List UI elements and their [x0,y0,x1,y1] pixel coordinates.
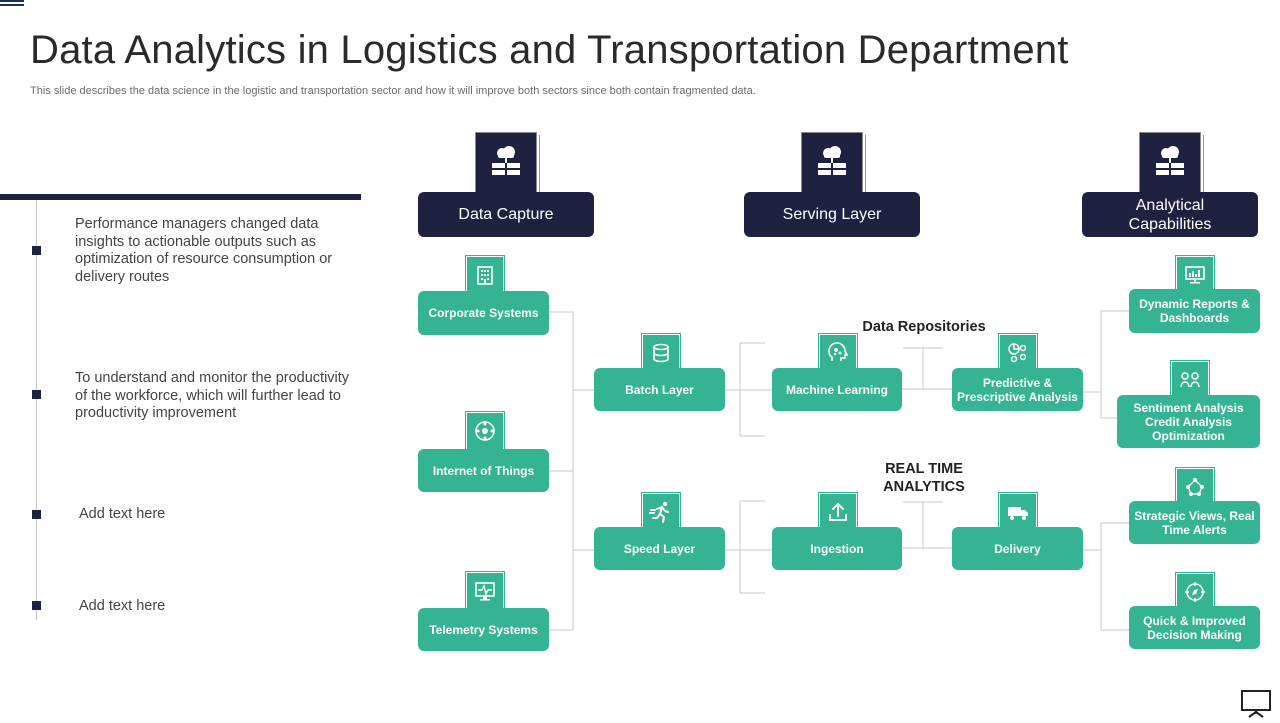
bullet-marker [32,246,41,255]
dashboard-icon [1176,256,1214,294]
corner-mark [0,0,24,6]
label-data-repositories: Data Repositories [862,319,986,335]
monitor-pulse-icon [466,572,504,610]
bullet-marker [32,390,41,399]
node-sentiment-analysis: Sentiment Analysis Credit Analysis Optim… [1117,395,1260,448]
header-data-capture: Data Capture [418,192,594,237]
left-panel-timeline [36,200,37,620]
server-cloud-icon [475,132,537,194]
sentiment-icon [1171,361,1209,399]
node-ingestion: Ingestion [772,527,902,570]
bullet-text-2: To understand and monitor the productivi… [75,370,350,421]
iot-icon [466,412,504,450]
label-real-time-analytics: REAL TIME ANALYTICS [883,461,965,495]
analytics-icon [999,334,1037,372]
header-analytical-capabilities: Analytical Capabilities [1082,192,1258,237]
bullet-text-3: Add text here [79,506,166,522]
truck-icon [999,493,1037,531]
brain-icon [819,334,857,372]
bullet-marker [32,601,41,610]
page-title: Data Analytics in Logistics and Transpor… [30,28,1069,72]
server-cloud-icon [1139,132,1201,194]
node-machine-learning: Machine Learning [772,368,902,411]
node-quick-decision: Quick & Improved Decision Making [1129,606,1260,649]
server-cloud-icon [801,132,863,194]
node-delivery: Delivery [952,527,1083,570]
node-telemetry-systems: Telemetry Systems [418,608,549,651]
bullet-text-1: Performance managers changed data insigh… [75,216,333,285]
node-dynamic-reports: Dynamic Reports & Dashboards [1129,289,1260,333]
bullet-text-4: Add text here [79,598,166,614]
node-corporate-systems: Corporate Systems [418,291,549,335]
compass-icon [1176,573,1214,611]
database-icon [642,334,680,372]
runner-icon [642,493,680,531]
left-panel-bar [0,194,361,200]
page-subtitle: This slide describes the data science in… [30,85,756,97]
node-strategic-views: Strategic Views, Real Time Alerts [1129,501,1260,544]
building-icon [466,256,504,294]
bullet-marker [32,510,41,519]
node-batch-layer: Batch Layer [594,368,725,411]
upload-icon [819,493,857,531]
presentation-icon[interactable] [1240,690,1272,718]
node-speed-layer: Speed Layer [594,527,725,570]
node-internet-of-things: Internet of Things [418,449,549,492]
header-serving-layer: Serving Layer [744,192,920,237]
node-predictive-analysis: Predictive & Prescriptive Analysis [952,368,1083,411]
network-icon [1176,468,1214,506]
